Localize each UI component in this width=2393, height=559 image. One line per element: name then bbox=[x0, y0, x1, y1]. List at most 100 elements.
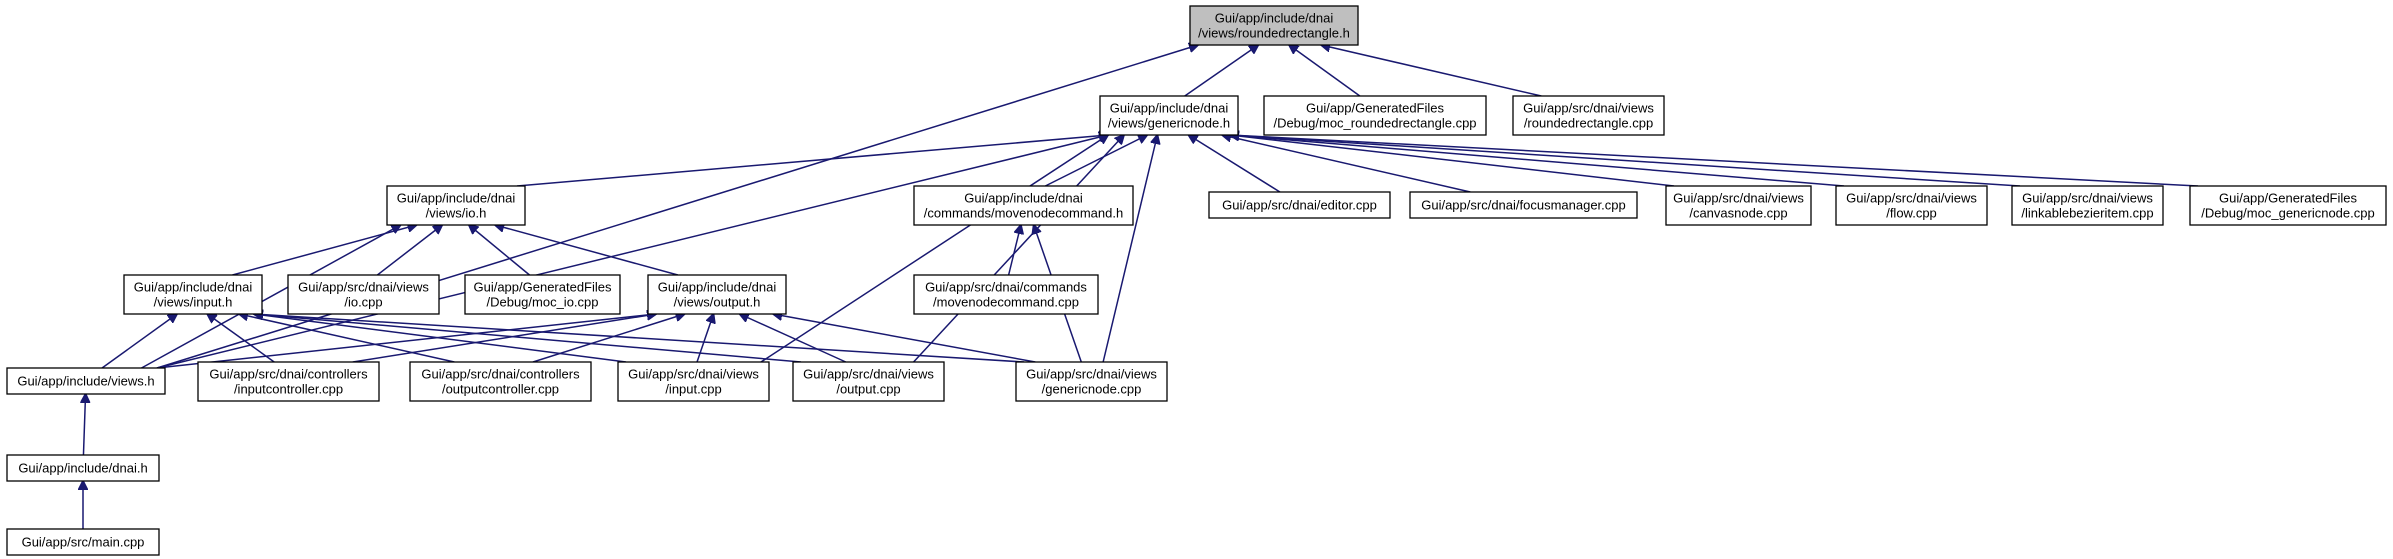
node-box bbox=[792, 361, 945, 402]
node-label: Gui/app/GeneratedFiles bbox=[473, 280, 612, 295]
edge-genericnode_h-to-roundedrectangle_h bbox=[1184, 45, 1259, 97]
edge-views_h-to-io_h bbox=[141, 225, 401, 369]
node-box bbox=[287, 274, 440, 315]
edge-output_cpp-to-output_h bbox=[740, 314, 847, 363]
node-roundedrectangle-cpp[interactable]: Gui/app/src/dnai/views/roundedrectangle.… bbox=[1512, 95, 1665, 136]
node-io-cpp[interactable]: Gui/app/src/dnai/views/io.cpp bbox=[287, 274, 440, 315]
edge-output_cpp-to-input_h bbox=[254, 314, 802, 363]
dependency-nodes: Gui/app/include/dnai/views/roundedrectan… bbox=[6, 5, 2387, 556]
edge-input_cpp-to-output_h bbox=[696, 314, 713, 363]
edge-roundedrectangle_cpp-to-roundedrectangle_h bbox=[1321, 45, 1542, 97]
node-label: /movenodecommand.cpp bbox=[933, 295, 1079, 310]
node-label: Gui/app/src/dnai/controllers bbox=[209, 367, 368, 382]
edge-genericnode_cpp-to-input_h bbox=[254, 314, 1025, 363]
edge-views_h-to-genericnode_h bbox=[156, 135, 1108, 369]
edge-input_cpp-to-genericnode_h bbox=[760, 135, 1108, 363]
node-label: Gui/app/include/dnai bbox=[134, 280, 253, 295]
node-movenodecommand-cpp[interactable]: Gui/app/src/dnai/commands/movenodecomman… bbox=[913, 274, 1099, 315]
node-inputcontroller-cpp[interactable]: Gui/app/src/dnai/controllers/inputcontro… bbox=[197, 361, 380, 402]
node-moc-genericnode-cpp[interactable]: Gui/app/GeneratedFiles/Debug/moc_generic… bbox=[2189, 185, 2387, 226]
node-label: Gui/app/src/dnai/editor.cpp bbox=[1222, 198, 1377, 213]
node-box bbox=[1263, 95, 1487, 136]
edge-flow_cpp-to-genericnode_h bbox=[1230, 135, 1845, 187]
node-label: Gui/app/src/dnai/views bbox=[298, 280, 429, 295]
node-label: /output.cpp bbox=[836, 382, 900, 397]
edge-views_h-to-output_h bbox=[156, 314, 656, 369]
edge-output_h-to-io_h bbox=[495, 225, 679, 276]
node-box bbox=[6, 367, 166, 395]
node-label: /outputcontroller.cpp bbox=[442, 382, 559, 397]
node-focusmanager-cpp[interactable]: Gui/app/src/dnai/focusmanager.cpp bbox=[1409, 191, 1638, 219]
node-output-cpp[interactable]: Gui/app/src/dnai/views/output.cpp bbox=[792, 361, 945, 402]
node-label: Gui/app/include/dnai bbox=[1110, 101, 1229, 116]
node-box bbox=[1665, 185, 1812, 226]
node-label: /flow.cpp bbox=[1886, 206, 1937, 221]
node-box bbox=[1835, 185, 1988, 226]
node-outputcontroller-cpp[interactable]: Gui/app/src/dnai/controllers/outputcontr… bbox=[409, 361, 592, 402]
node-output-h[interactable]: Gui/app/include/dnai/views/output.h bbox=[647, 274, 787, 315]
edge-linkablebezieritem_cpp-to-genericnode_h bbox=[1230, 135, 2021, 187]
node-label: /io.cpp bbox=[344, 295, 382, 310]
node-label: Gui/app/include/dnai bbox=[658, 280, 777, 295]
node-label: Gui/app/src/dnai/controllers bbox=[421, 367, 580, 382]
edge-genericnode_cpp-to-output_h bbox=[773, 314, 1036, 363]
node-input-cpp[interactable]: Gui/app/src/dnai/views/input.cpp bbox=[617, 361, 770, 402]
node-label: Gui/app/include/dnai.h bbox=[18, 461, 147, 476]
node-label: /commands/movenodecommand.h bbox=[924, 206, 1123, 221]
node-movenodecommand-h[interactable]: Gui/app/include/dnai/commands/movenodeco… bbox=[913, 185, 1134, 226]
node-label: Gui/app/src/dnai/views bbox=[1026, 367, 1157, 382]
node-box bbox=[2011, 185, 2164, 226]
edge-io_h-to-genericnode_h bbox=[516, 135, 1108, 187]
node-flow-cpp[interactable]: Gui/app/src/dnai/views/flow.cpp bbox=[1835, 185, 1988, 226]
edge-canvasnode_cpp-to-genericnode_h bbox=[1230, 135, 1675, 187]
node-canvasnode-cpp[interactable]: Gui/app/src/dnai/views/canvasnode.cpp bbox=[1665, 185, 1812, 226]
edge-genericnode_cpp-to-genericnode_h bbox=[1102, 135, 1157, 363]
node-roundedrectangle-h[interactable]: Gui/app/include/dnai/views/roundedrectan… bbox=[1189, 5, 1359, 46]
node-box bbox=[1015, 361, 1168, 402]
edge-moc_io_cpp-to-io_h bbox=[469, 225, 531, 276]
node-label: Gui/app/src/dnai/commands bbox=[925, 280, 1087, 295]
node-label: Gui/app/src/dnai/views bbox=[628, 367, 759, 382]
node-box bbox=[2189, 185, 2387, 226]
node-label: /views/genericnode.h bbox=[1108, 116, 1230, 131]
node-label: Gui/app/include/views.h bbox=[17, 374, 154, 389]
node-label: /Debug/moc_io.cpp bbox=[486, 295, 598, 310]
edge-moc_genericnode_cpp-to-genericnode_h bbox=[1230, 135, 2199, 187]
node-box bbox=[1208, 191, 1391, 219]
node-label: Gui/app/include/dnai bbox=[964, 191, 1083, 206]
node-box bbox=[913, 274, 1099, 315]
edge-editor_cpp-to-genericnode_h bbox=[1189, 135, 1281, 193]
node-linkablebezieritem-cpp[interactable]: Gui/app/src/dnai/views/linkablebezierite… bbox=[2011, 185, 2164, 226]
node-main-cpp[interactable]: Gui/app/src/main.cpp bbox=[6, 528, 160, 556]
node-genericnode-h[interactable]: Gui/app/include/dnai/views/genericnode.h bbox=[1099, 95, 1239, 136]
node-moc-roundedrectangle-cpp[interactable]: Gui/app/GeneratedFiles/Debug/moc_rounded… bbox=[1263, 95, 1487, 136]
node-label: Gui/app/src/dnai/views bbox=[2022, 191, 2153, 206]
node-genericnode-cpp[interactable]: Gui/app/src/dnai/views/genericnode.cpp bbox=[1015, 361, 1168, 402]
node-label: Gui/app/include/dnai bbox=[397, 191, 516, 206]
node-label: /views/io.h bbox=[426, 206, 487, 221]
node-label: /Debug/moc_roundedrectangle.cpp bbox=[1273, 116, 1476, 131]
node-label: /roundedrectangle.cpp bbox=[1524, 116, 1653, 131]
node-label: /views/roundedrectangle.h bbox=[1198, 26, 1350, 41]
edge-movenodecommand_h-to-genericnode_h bbox=[1044, 135, 1147, 187]
node-moc-io-cpp[interactable]: Gui/app/GeneratedFiles/Debug/moc_io.cpp bbox=[464, 274, 621, 315]
node-views-h[interactable]: Gui/app/include/views.h bbox=[6, 367, 166, 395]
node-label: Gui/app/src/dnai/views bbox=[1523, 101, 1654, 116]
edge-io_cpp-to-io_h bbox=[376, 225, 442, 276]
node-label: /linkablebezieritem.cpp bbox=[2021, 206, 2153, 221]
node-dnai-h[interactable]: Gui/app/include/dnai.h bbox=[6, 454, 160, 482]
node-editor-cpp[interactable]: Gui/app/src/dnai/editor.cpp bbox=[1208, 191, 1391, 219]
node-label: Gui/app/src/dnai/views bbox=[803, 367, 934, 382]
node-box bbox=[647, 274, 787, 315]
node-input-h[interactable]: Gui/app/include/dnai/views/input.h bbox=[123, 274, 263, 315]
node-label: Gui/app/src/main.cpp bbox=[22, 535, 145, 550]
edge-output_cpp-to-genericnode_h bbox=[913, 135, 1124, 363]
node-io-h[interactable]: Gui/app/include/dnai/views/io.h bbox=[386, 185, 526, 226]
node-box bbox=[1409, 191, 1638, 219]
edge-inputcontroller_cpp-to-output_h bbox=[352, 314, 656, 363]
dependency-edges bbox=[83, 45, 2199, 529]
node-label: Gui/app/include/dnai bbox=[1215, 11, 1334, 26]
node-box bbox=[386, 185, 526, 226]
edge-movenodecommand_cpp-to-movenodecommand_h bbox=[1007, 225, 1021, 276]
